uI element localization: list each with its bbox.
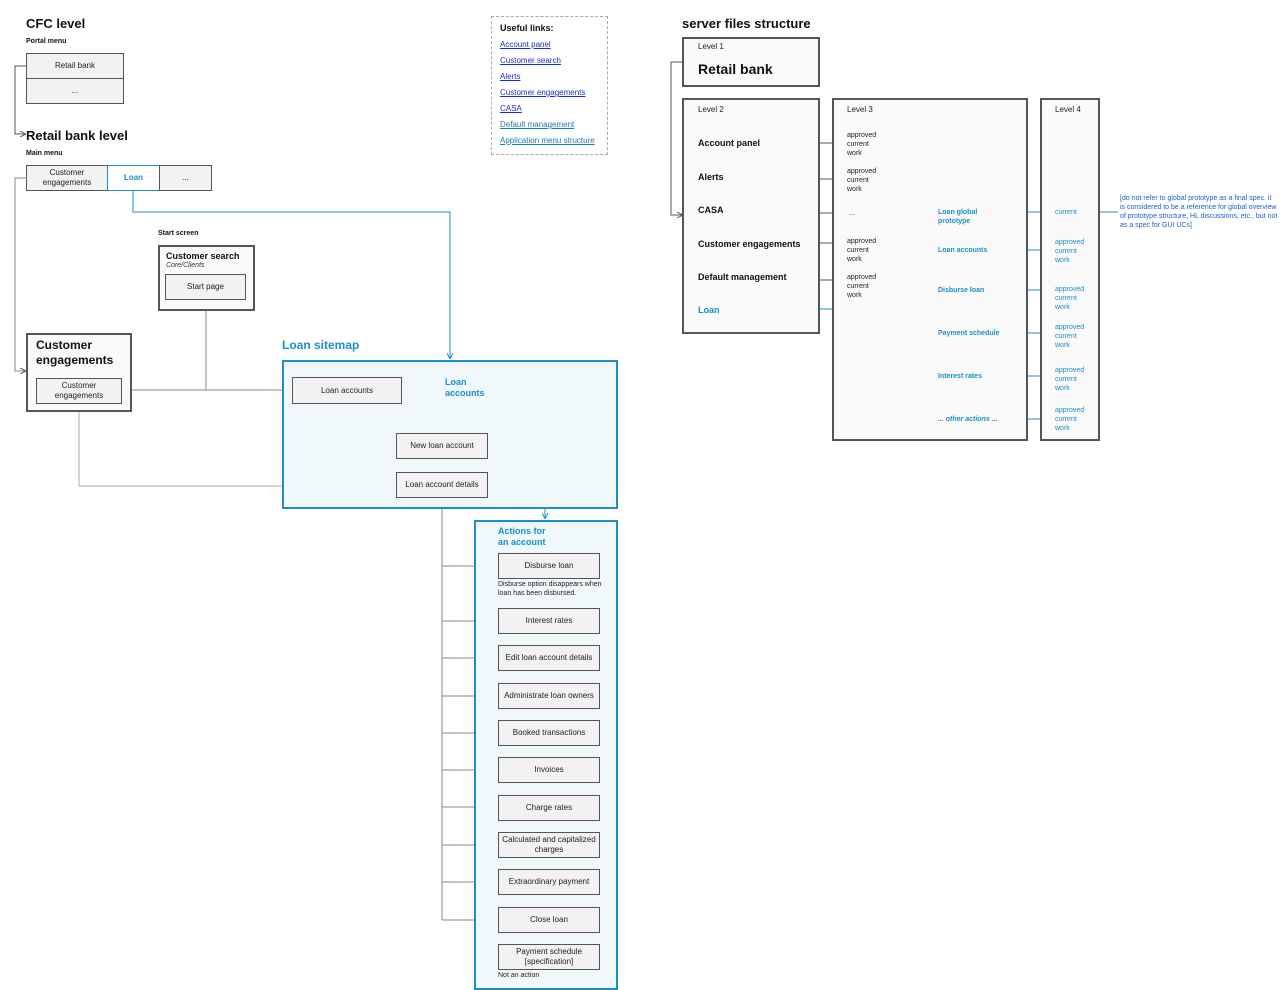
cfc-level-title: CFC level xyxy=(26,16,86,31)
level3-payment-schedule: Payment schedule xyxy=(938,330,1000,337)
menu-item-customer-engagements[interactable]: Customer engagements xyxy=(26,165,108,191)
customer-engagements-inner[interactable]: Customer engagements xyxy=(36,378,122,404)
level2-box xyxy=(682,98,820,334)
global-prototype-note: [do not refer to global prototype as a f… xyxy=(1120,195,1278,229)
level2-label: Level 2 xyxy=(698,105,724,114)
action-calculated-capitalized-charges[interactable]: Calculated and capitalized charges xyxy=(498,832,600,858)
level2-customer-engagements: Customer engagements xyxy=(698,239,801,249)
disburse-note: Disburse option disappears when loan has… xyxy=(498,581,602,597)
useful-links-panel xyxy=(491,16,608,155)
loan-account-details-box[interactable]: Loan account details xyxy=(396,472,488,498)
loan-sitemap-title: Loan sitemap xyxy=(282,338,360,352)
main-menu-label: Main menu xyxy=(26,150,63,157)
level3-loan-accounts: Loan accounts xyxy=(938,247,988,254)
level3-casa-ellipsis: ... xyxy=(849,210,855,217)
level1-label: Level 1 xyxy=(698,42,724,51)
level1-box xyxy=(682,37,820,87)
action-edit-loan-account-details[interactable]: Edit loan account details xyxy=(498,645,600,671)
level2-alerts: Alerts xyxy=(698,172,724,182)
level3-other-actions: ... other actions ... xyxy=(938,416,998,423)
loan-accounts-section-label: Loan accounts xyxy=(445,377,485,398)
link-customer-engagements[interactable]: Customer engagements xyxy=(500,88,586,97)
portal-item-more[interactable]: ... xyxy=(26,78,124,104)
action-invoices[interactable]: Invoices xyxy=(498,757,600,783)
portal-item-retail-bank[interactable]: Retail bank xyxy=(26,53,124,79)
level4-label: Level 4 xyxy=(1055,105,1081,114)
useful-links-title: Useful links: xyxy=(500,23,554,33)
portal-menu-label: Portal menu xyxy=(26,38,67,45)
link-application-menu-structure[interactable]: Application menu structure xyxy=(500,136,595,145)
customer-engagements-title: Customer engagements xyxy=(36,338,114,367)
level3-loan-global-prototype: Loan global prototype xyxy=(938,209,978,225)
customer-search-subtitle: Core/Clients xyxy=(166,262,205,269)
level1-retail-bank: Retail bank xyxy=(698,61,773,77)
link-casa[interactable]: CASA xyxy=(500,104,522,113)
customer-search-title: Customer search xyxy=(166,251,240,261)
level4-current: current xyxy=(1055,209,1077,216)
new-loan-account-box[interactable]: New loan account xyxy=(396,433,488,459)
level2-casa: CASA xyxy=(698,205,724,215)
action-interest-rates[interactable]: Interest rates xyxy=(498,608,600,634)
action-disburse-loan[interactable]: Disburse loan xyxy=(498,553,600,579)
loan-accounts-box[interactable]: Loan accounts xyxy=(292,377,402,404)
level3-disburse-loan: Disburse loan xyxy=(938,287,985,294)
level3-box xyxy=(832,98,1028,441)
level4-box xyxy=(1040,98,1100,441)
link-customer-search[interactable]: Customer search xyxy=(500,56,561,65)
server-files-title: server files structure xyxy=(682,16,811,31)
payment-schedule-note: Not an action xyxy=(498,972,540,979)
action-payment-schedule[interactable]: Payment schedule [specification] xyxy=(498,944,600,970)
level2-loan: Loan xyxy=(698,305,720,315)
action-booked-transactions[interactable]: Booked transactions xyxy=(498,720,600,746)
start-screen-label: Start screen xyxy=(158,230,199,237)
link-default-management[interactable]: Default management xyxy=(500,120,575,129)
menu-item-loan[interactable]: Loan xyxy=(107,165,160,191)
retail-bank-level-title: Retail bank level xyxy=(26,128,128,143)
level2-account-panel: Account panel xyxy=(698,138,761,148)
level3-interest-rates: Interest rates xyxy=(938,373,982,380)
action-charge-rates[interactable]: Charge rates xyxy=(498,795,600,821)
action-extraordinary-payment[interactable]: Extraordinary payment xyxy=(498,869,600,895)
actions-title: Actions for an account xyxy=(498,526,546,547)
level2-default-management: Default management xyxy=(698,272,787,282)
action-close-loan[interactable]: Close loan xyxy=(498,907,600,933)
level3-label: Level 3 xyxy=(847,105,873,114)
link-alerts[interactable]: Alerts xyxy=(500,72,521,81)
start-page-box[interactable]: Start page xyxy=(165,274,246,300)
action-administrate-loan-owners[interactable]: Administrate loan owners xyxy=(498,683,600,709)
link-account-panel[interactable]: Account panel xyxy=(500,40,551,49)
menu-item-more[interactable]: ... xyxy=(159,165,212,191)
